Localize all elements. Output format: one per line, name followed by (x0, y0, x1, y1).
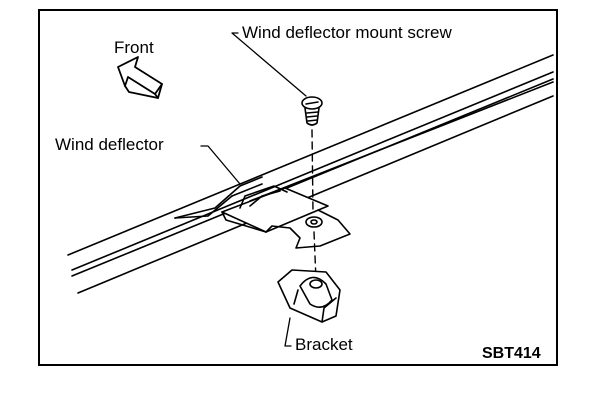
wind-deflector-label: Wind deflector (55, 135, 164, 154)
mount-plate (221, 185, 351, 249)
arrow-up-left-icon (117, 56, 163, 99)
mount-screw (301, 96, 323, 126)
figure-code: SBT414 (482, 345, 541, 362)
roof-rail (67, 54, 554, 294)
bracket-part (277, 269, 341, 323)
mount-screw-label: Wind deflector mount screw (242, 23, 452, 42)
wind-deflector-shape (174, 176, 263, 219)
figure-frame (38, 9, 558, 366)
front-label: Front (114, 38, 154, 57)
leader-lines (200, 32, 307, 347)
bracket-label: Bracket (295, 335, 353, 354)
